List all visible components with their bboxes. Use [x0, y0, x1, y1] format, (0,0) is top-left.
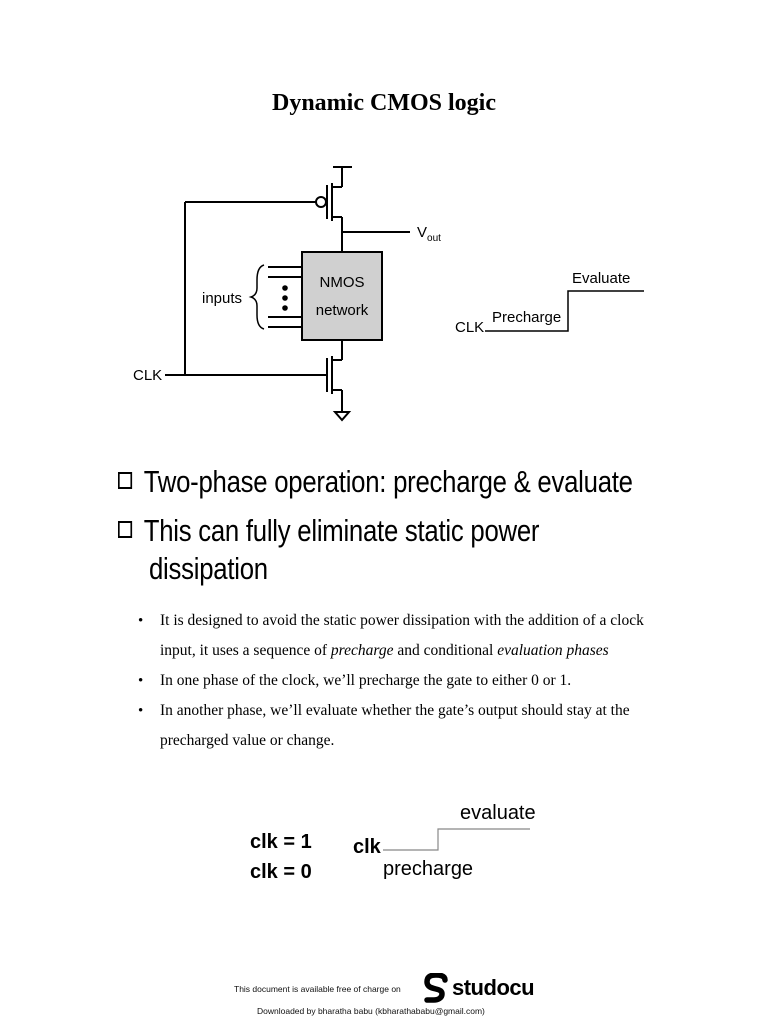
footer: This document is available free of charg… — [205, 968, 565, 1016]
clk-equals-1-label: clk = 1 — [250, 831, 312, 853]
timing-clk-label: CLK — [455, 319, 484, 336]
footer-download-text: Downloaded by bharatha babu (kbharathaba… — [257, 1006, 485, 1016]
dynamic-cmos-circuit-diagram: Vout inputs NMOS network CLK — [133, 166, 441, 422]
footer-availability-text: This document is available free of charg… — [234, 984, 401, 994]
precharge-label-2: precharge — [383, 858, 473, 880]
nmos-network-box — [301, 251, 383, 341]
precharge-label: Precharge — [492, 309, 561, 326]
page-title: Dynamic CMOS logic — [272, 90, 496, 116]
evaluate-label: Evaluate — [572, 270, 630, 287]
studocu-logo-icon — [424, 973, 448, 1003]
inputs-label: inputs — [202, 290, 242, 307]
list-item: In one phase of the clock, we’ll prechar… — [136, 666, 656, 696]
checkbox-icon — [118, 472, 133, 489]
ground-symbol — [332, 411, 352, 422]
checkbox-icon — [118, 521, 133, 538]
checklist-item-2-continued: dissipation — [149, 551, 268, 586]
bullet-list: It is designed to avoid the static power… — [136, 606, 656, 756]
evaluate-label-2: evaluate — [460, 802, 536, 824]
clk-label: clk — [353, 836, 382, 858]
clk-equals-0-label: clk = 0 — [250, 861, 312, 883]
vout-label: V — [417, 224, 427, 241]
checklist-item-2: This can fully eliminate static power — [118, 513, 539, 549]
clk-timing-diagram: CLK Precharge Evaluate — [455, 270, 644, 336]
nmos-label-line2: network — [316, 302, 369, 319]
vout-subscript: out — [427, 233, 441, 244]
checklist-item-1: Two-phase operation: precharge & evaluat… — [118, 464, 633, 500]
studocu-brand[interactable]: studocu — [452, 975, 535, 1000]
list-item: It is designed to avoid the static power… — [136, 606, 656, 666]
nmos-label-line1: NMOS — [320, 274, 365, 291]
circuit-clk-label: CLK — [133, 367, 162, 384]
list-item: In another phase, we’ll evaluate whether… — [136, 696, 656, 756]
svg-text:Vout: Vout — [417, 224, 441, 244]
clk-state-diagram: clk = 1 clk = 0 clk evaluate precharge — [250, 802, 536, 883]
